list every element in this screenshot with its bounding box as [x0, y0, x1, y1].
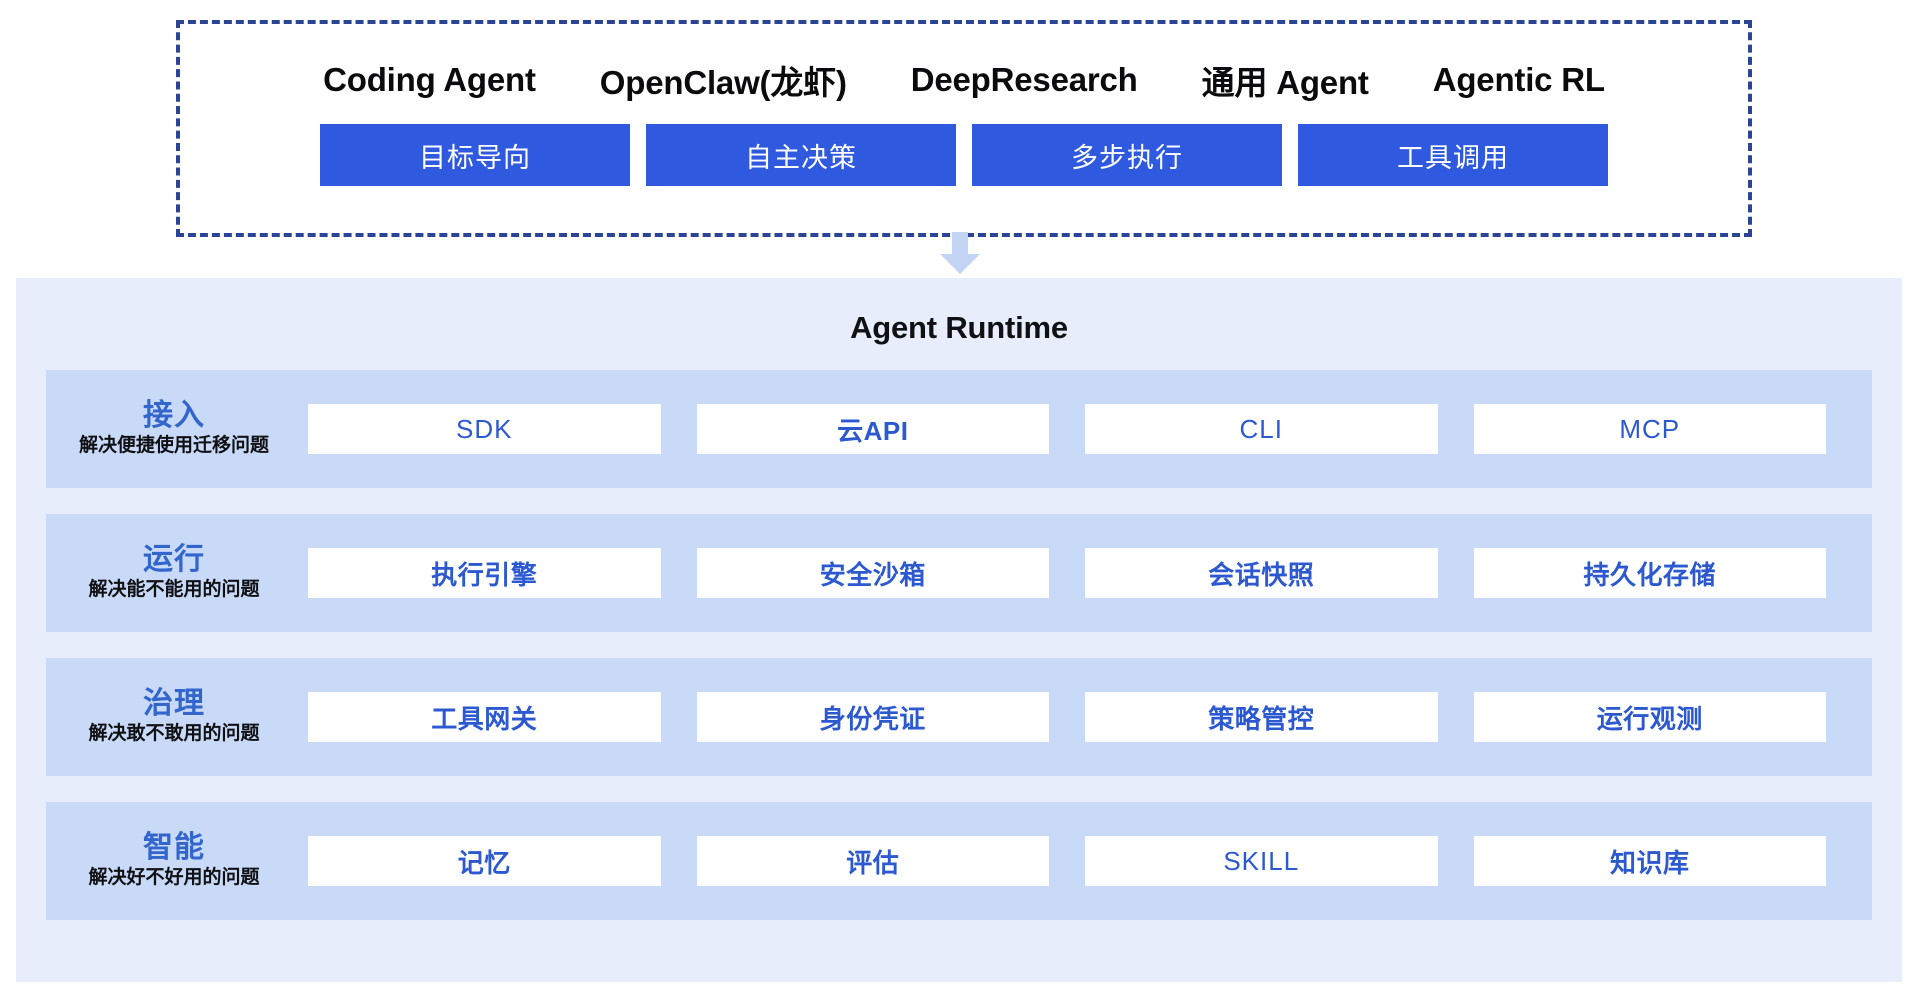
layer-label-governance: 治理 解决敢不敢用的问题	[46, 686, 308, 746]
application-tag-openclaw: OpenClaw(龙虾)	[599, 64, 847, 101]
layer-card-policy-control[interactable]: 策略管控	[1085, 692, 1438, 742]
layer-card-identity-credentials[interactable]: 身份凭证	[696, 692, 1049, 742]
agent-runtime-panel: Agent Runtime 接入 解决便捷使用迁移问题 SDK 云API CLI…	[16, 278, 1902, 982]
application-tag-agentic-rl: Agentic RL	[1432, 61, 1605, 98]
capability-chip-tool-invocation[interactable]: 工具调用	[1298, 124, 1608, 186]
layer-card-execution-engine[interactable]: 执行引擎	[308, 548, 661, 598]
runtime-layer-runtime: 运行 解决能不能用的问题 执行引擎 安全沙箱 会话快照 持久化存储	[46, 514, 1872, 632]
layer-cards-access: SDK 云API CLI MCP	[308, 404, 1872, 454]
capability-chip-goal-oriented[interactable]: 目标导向	[320, 124, 630, 186]
layer-label-access: 接入 解决便捷使用迁移问题	[46, 398, 308, 458]
layer-card-session-snapshot[interactable]: 会话快照	[1085, 548, 1438, 598]
layer-card-runtime-observability[interactable]: 运行观测	[1473, 692, 1826, 742]
layer-card-skill[interactable]: SKILL	[1085, 836, 1438, 886]
runtime-layer-governance: 治理 解决敢不敢用的问题 工具网关 身份凭证 策略管控 运行观测	[46, 658, 1872, 776]
layer-card-evaluation[interactable]: 评估	[696, 836, 1049, 886]
application-tag-list: Coding Agent OpenClaw(龙虾) DeepResearch 通…	[180, 24, 1748, 124]
arrow-down-icon	[940, 232, 980, 274]
runtime-layer-list: 接入 解决便捷使用迁移问题 SDK 云API CLI MCP 运行 解决能不能用…	[16, 370, 1902, 920]
layer-card-secure-sandbox[interactable]: 安全沙箱	[696, 548, 1049, 598]
layer-card-cli[interactable]: CLI	[1085, 404, 1438, 454]
layer-name-governance: 治理	[143, 686, 205, 720]
layer-card-tool-gateway[interactable]: 工具网关	[308, 692, 661, 742]
capability-chip-autonomous-decision[interactable]: 自主决策	[646, 124, 956, 186]
layer-subtitle-access: 解决便捷使用迁移问题	[78, 435, 269, 457]
application-tag-deepresearch: DeepResearch	[910, 61, 1138, 98]
runtime-layer-access: 接入 解决便捷使用迁移问题 SDK 云API CLI MCP	[46, 370, 1872, 488]
layer-cards-runtime: 执行引擎 安全沙箱 会话快照 持久化存储	[308, 548, 1872, 598]
agent-applications-panel: Coding Agent OpenClaw(龙虾) DeepResearch 通…	[176, 20, 1752, 237]
layer-cards-governance: 工具网关 身份凭证 策略管控 运行观测	[308, 692, 1872, 742]
layer-name-runtime: 运行	[143, 542, 205, 576]
layer-cards-intelligence: 记忆 评估 SKILL 知识库	[308, 836, 1872, 886]
agent-runtime-title: Agent Runtime	[850, 310, 1068, 345]
layer-card-memory[interactable]: 记忆	[308, 836, 661, 886]
layer-name-access: 接入	[143, 398, 205, 432]
application-tag-coding-agent: Coding Agent	[323, 61, 536, 98]
layer-subtitle-runtime: 解决能不能用的问题	[88, 579, 260, 601]
layer-label-runtime: 运行 解决能不能用的问题	[46, 542, 308, 602]
capability-chip-multistep-execution[interactable]: 多步执行	[972, 124, 1282, 186]
layer-name-intelligence: 智能	[143, 830, 205, 864]
layer-card-knowledge-base[interactable]: 知识库	[1473, 836, 1826, 886]
layer-card-cloud-api[interactable]: 云API	[696, 404, 1049, 454]
layer-subtitle-intelligence: 解决好不好用的问题	[88, 867, 260, 889]
layer-card-sdk[interactable]: SDK	[308, 404, 661, 454]
layer-label-intelligence: 智能 解决好不好用的问题	[46, 830, 308, 890]
layer-card-persistent-storage[interactable]: 持久化存储	[1473, 548, 1826, 598]
layer-subtitle-governance: 解决敢不敢用的问题	[88, 723, 260, 745]
application-tag-general-agent: 通用 Agent	[1201, 64, 1369, 101]
layer-card-mcp[interactable]: MCP	[1473, 404, 1826, 454]
runtime-layer-intelligence: 智能 解决好不好用的问题 记忆 评估 SKILL 知识库	[46, 802, 1872, 920]
capability-chip-list: 目标导向 自主决策 多步执行 工具调用	[180, 124, 1748, 186]
